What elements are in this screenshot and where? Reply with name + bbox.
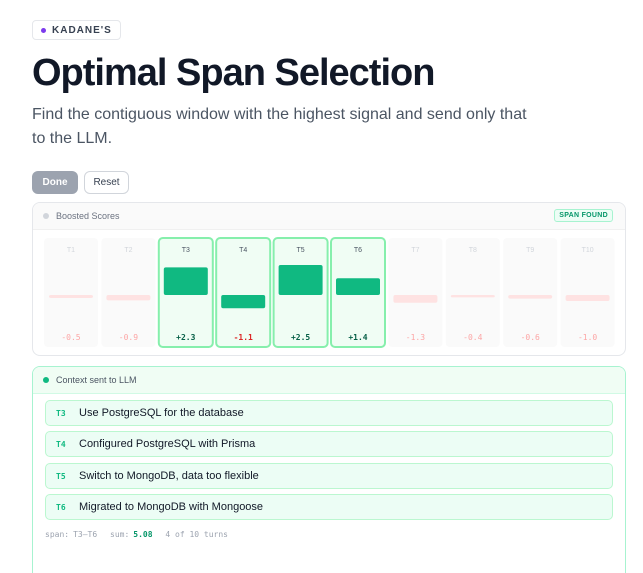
turn-label: T4 — [239, 247, 247, 254]
span-label: span: — [45, 530, 70, 539]
active-dot-icon — [43, 377, 49, 383]
context-turn-text: Configured PostgreSQL with Prisma — [79, 438, 256, 450]
badge-dot-icon — [41, 27, 46, 33]
score-cell — [445, 238, 500, 347]
score-value-label: -1.0 — [578, 333, 597, 342]
score-bar — [278, 265, 323, 295]
score-value-label: -0.4 — [463, 333, 482, 342]
context-turn-text: Switch to MongoDB, data too flexible — [79, 470, 259, 482]
score-value-label: +2.5 — [291, 333, 310, 342]
done-button[interactable]: Done — [32, 171, 78, 194]
score-value-label: +2.3 — [176, 333, 195, 342]
span-cell — [215, 237, 272, 348]
badge-label: KADANE'S — [52, 24, 112, 36]
turn-label: T8 — [469, 247, 477, 254]
context-turn-text: Use PostgreSQL for the database — [79, 407, 244, 419]
score-value-label: +1.4 — [348, 333, 367, 342]
score-cell — [560, 238, 615, 347]
sum-value: 5.08 — [133, 530, 153, 539]
turns-count: 4 of 10 turns — [165, 530, 228, 539]
context-row: T6 Migrated to MongoDB with Mongoose — [45, 494, 613, 520]
context-panel-title: Context sent to LLM — [56, 375, 137, 385]
score-cell — [503, 238, 558, 347]
turn-label: T1 — [67, 247, 75, 254]
score-value-label: -0.5 — [61, 333, 80, 342]
context-turn-id: T3 — [56, 408, 66, 418]
context-row: T3 Use PostgreSQL for the database — [45, 400, 613, 426]
score-cell — [388, 238, 443, 347]
page-title: Optimal Span Selection — [32, 52, 435, 94]
turn-label: T7 — [411, 247, 419, 254]
span-summary: span: T3–T6 sum: 5.08 4 of 10 turns — [45, 530, 228, 539]
scores-chart: T1 -0.5 T2 -0.9 T3 +2.3 T4 -1.1 T5 +2.5 T6 +1.4 T7 -1… — [44, 237, 615, 348]
score-value-label: -0.6 — [521, 333, 540, 342]
algorithm-badge: KADANE'S — [32, 20, 121, 40]
score-bar — [106, 295, 151, 301]
turn-label: T2 — [124, 247, 132, 254]
span-found-badge: SPAN FOUND — [554, 209, 613, 222]
scores-panel-title: Boosted Scores — [56, 211, 120, 221]
score-bar — [221, 295, 266, 309]
context-panel-header: Context sent to LLM — [33, 367, 625, 394]
turn-label: T10 — [582, 247, 594, 254]
page-subtitle: Find the contiguous window with the high… — [32, 106, 527, 147]
context-row: T5 Switch to MongoDB, data too flexible — [45, 463, 613, 489]
boosted-scores-panel: Boosted Scores SPAN FOUND T1 -0.5 T2 -0.9 T3… — [32, 202, 626, 356]
turn-label: T9 — [526, 247, 534, 254]
span-value: T3–T6 — [73, 530, 98, 539]
turn-label: T6 — [354, 247, 362, 254]
score-bar — [49, 295, 93, 298]
context-row: T4 Configured PostgreSQL with Prisma — [45, 431, 613, 457]
context-turn-id: T5 — [56, 471, 66, 481]
score-cell — [101, 238, 156, 347]
score-value-label: -0.9 — [119, 333, 138, 342]
score-bar — [508, 295, 553, 299]
score-bar — [450, 295, 495, 298]
score-bar — [565, 295, 610, 301]
reset-button[interactable]: Reset — [84, 171, 129, 194]
context-turn-text: Migrated to MongoDB with Mongoose — [79, 501, 264, 513]
score-bar — [393, 295, 438, 303]
scores-panel-header: Boosted Scores SPAN FOUND — [33, 203, 625, 230]
status-dot-icon — [43, 213, 49, 219]
turn-label: T3 — [182, 247, 190, 254]
sum-label: sum: — [110, 530, 130, 539]
context-turn-id: T6 — [56, 502, 66, 512]
score-bar — [336, 278, 380, 295]
context-panel: Context sent to LLM T3 Use PostgreSQL fo… — [32, 366, 626, 573]
score-bar — [163, 267, 208, 295]
score-value-label: -1.1 — [234, 333, 253, 342]
turn-label: T5 — [297, 247, 305, 254]
context-turn-id: T4 — [56, 439, 66, 449]
score-value-label: -1.3 — [406, 333, 425, 342]
score-cell — [44, 238, 98, 347]
